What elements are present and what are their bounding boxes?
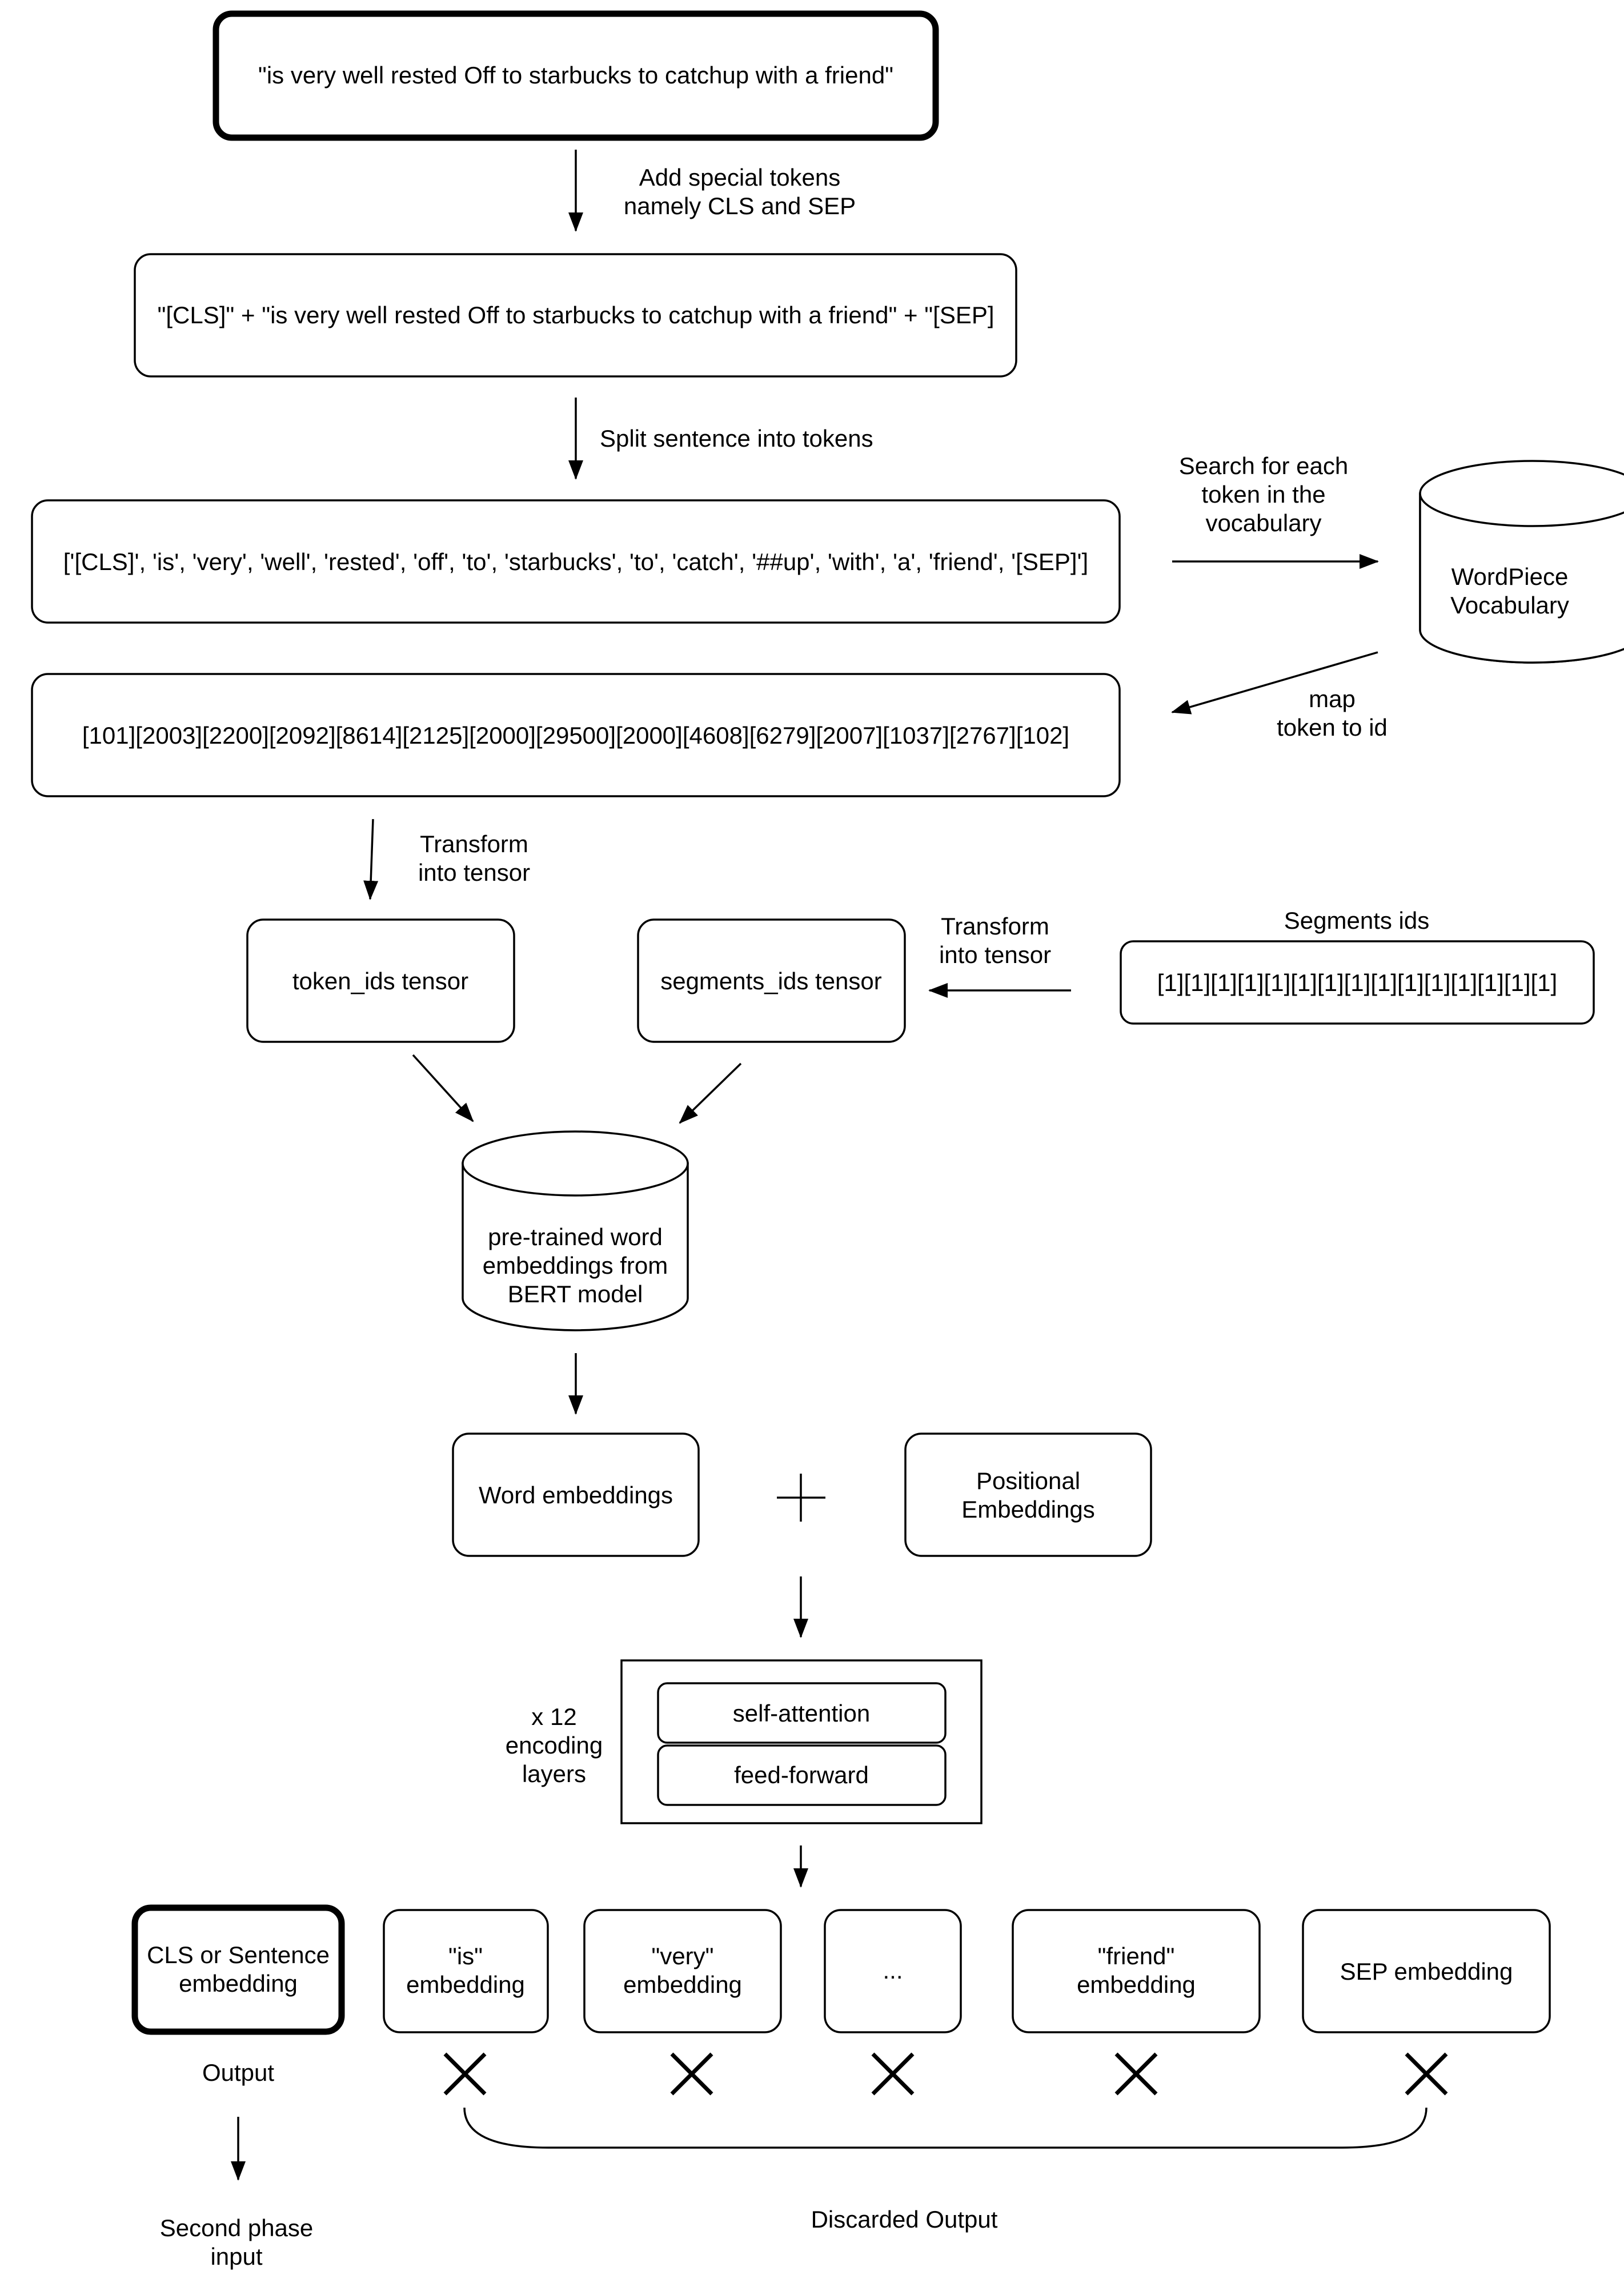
ellipsis-node: ... [824, 1909, 962, 2033]
cls-embedding-text-2: embedding [179, 1970, 298, 1997]
second-phase-label-2: input [210, 2243, 262, 2270]
second-phase-label-1: Second phase [160, 2214, 314, 2241]
bert-embeddings-text-2: embeddings from [483, 1252, 668, 1279]
positional-embeddings-text-1: Positional [976, 1467, 1080, 1494]
is-embedding-text-1: "is" [448, 1943, 483, 1969]
very-embedding-text-2: embedding [623, 1971, 742, 1998]
positional-embeddings-text-2: Embeddings [961, 1496, 1094, 1523]
edge-label-map-1: map [1309, 685, 1356, 712]
edge-label-map-2: token to id [1277, 714, 1388, 741]
edge-label-transform-tokens-1: Transform [420, 830, 528, 857]
token-ids-tensor-node: token_ids tensor [246, 918, 515, 1043]
discarded-output-label: Discarded Output [811, 2206, 998, 2233]
wordpiece-vocab-text-1: WordPiece [1451, 563, 1569, 590]
special-tokens-sentence-node: "[CLS]" + "is very well rested Off to st… [134, 253, 1017, 378]
token-ids-tensor-text: token_ids tensor [292, 968, 468, 994]
discard-x-icon-very [670, 2052, 713, 2096]
bert-embeddings-text-3: BERT model [508, 1281, 643, 1307]
encoding-layers-label-3: layers [522, 1760, 586, 1787]
encoding-layers-label-2: encoding [506, 1732, 603, 1759]
wordpiece-vocab-node: WordPiece Vocabulary [1419, 460, 1624, 664]
arrow-transform-tokens [363, 818, 379, 900]
edge-label-add-special-tokens-2: namely CLS and SEP [624, 192, 856, 219]
segments-ids-text: [1][1][1][1][1][1][1][1][1][1][1][1][1][… [1157, 969, 1557, 996]
bert-embeddings-text-1: pre-trained word [488, 1223, 663, 1250]
plus-icon [777, 1474, 825, 1522]
very-embedding-text-1: "very" [651, 1943, 713, 1969]
edge-label-search-1: Search for each [1179, 452, 1349, 479]
tokens-text: ['[CLS]', 'is', 'very', 'well', 'rested'… [63, 548, 1088, 575]
sep-embedding-node: SEP embedding [1302, 1909, 1551, 2033]
input-sentence-text: "is very well rested Off to starbucks to… [258, 62, 893, 89]
word-embeddings-text: Word embeddings [479, 1482, 673, 1508]
arrow-segment-tensor-to-bert [679, 1062, 742, 1124]
edge-label-search-2: token in the [1201, 481, 1325, 508]
discard-x-icon-sep [1405, 2052, 1448, 2096]
tokens-node: ['[CLS]', 'is', 'very', 'well', 'rested'… [31, 499, 1121, 624]
input-sentence-node: "is very well rested Off to starbucks to… [212, 10, 939, 141]
feed-forward-block [657, 1744, 947, 1806]
segments-ids-tensor-node: segments_ids tensor [637, 918, 906, 1043]
discard-x-icon-ellipsis [871, 2052, 915, 2096]
edge-label-transform-tokens-2: into tensor [418, 859, 530, 886]
arrow-map-token [1171, 651, 1378, 715]
token-ids-node: [101][2003][2200][2092][8614][2125][2000… [31, 673, 1121, 797]
encoder-stack-node: self-attention feed-forward [620, 1659, 983, 1824]
word-embeddings-node: Word embeddings [452, 1433, 700, 1557]
segments-ids-node: [1][1][1][1][1][1][1][1][1][1][1][1][1][… [1120, 940, 1595, 1025]
friend-embedding-text-1: "friend" [1098, 1943, 1175, 1969]
friend-embedding-text-2: embedding [1077, 1971, 1196, 1998]
special-tokens-sentence-text: "[CLS]" + "is very well rested Off to st… [157, 302, 994, 328]
is-embedding-node: "is" embedding [383, 1909, 549, 2033]
positional-embeddings-node: Positional Embeddings [904, 1433, 1152, 1557]
discard-x-icon-friend [1114, 2052, 1158, 2096]
output-label: Output [202, 2059, 274, 2086]
cls-embedding-text-1: CLS or Sentence [147, 1941, 330, 1968]
segments-ids-title: Segments ids [1284, 907, 1429, 934]
sep-embedding-text: SEP embedding [1340, 1958, 1513, 1985]
discard-x-icon-is [443, 2052, 487, 2096]
feed-forward-text: feed-forward [734, 1762, 869, 1788]
edge-label-search-3: vocabulary [1205, 509, 1321, 536]
edge-label-add-special-tokens-1: Add special tokens [639, 164, 841, 191]
edge-label-transform-segments-1: Transform [941, 913, 1049, 940]
self-attention-block [657, 1682, 947, 1744]
bert-embeddings-node: pre-trained word embeddings from BERT mo… [462, 1130, 689, 1331]
segments-ids-tensor-text: segments_ids tensor [660, 968, 882, 994]
arrow-token-tensor-to-bert [412, 1054, 474, 1122]
edge-label-split-sentence: Split sentence into tokens [600, 425, 873, 452]
very-embedding-node: "very" embedding [583, 1909, 782, 2033]
cls-embedding-node: CLS or Sentence embedding [131, 1904, 345, 2035]
friend-embedding-node: "friend" embedding [1012, 1909, 1261, 2033]
token-ids-text: [101][2003][2200][2092][8614][2125][2000… [82, 722, 1069, 749]
wordpiece-vocab-text-2: Vocabulary [1450, 592, 1569, 619]
is-embedding-text-2: embedding [406, 1971, 525, 1998]
ellipsis-text: ... [883, 1957, 903, 1984]
edge-label-transform-segments-2: into tensor [939, 941, 1051, 968]
self-attention-text: self-attention [733, 1700, 870, 1727]
discarded-brace [463, 2107, 1427, 2149]
encoding-layers-label-1: x 12 [531, 1703, 576, 1730]
